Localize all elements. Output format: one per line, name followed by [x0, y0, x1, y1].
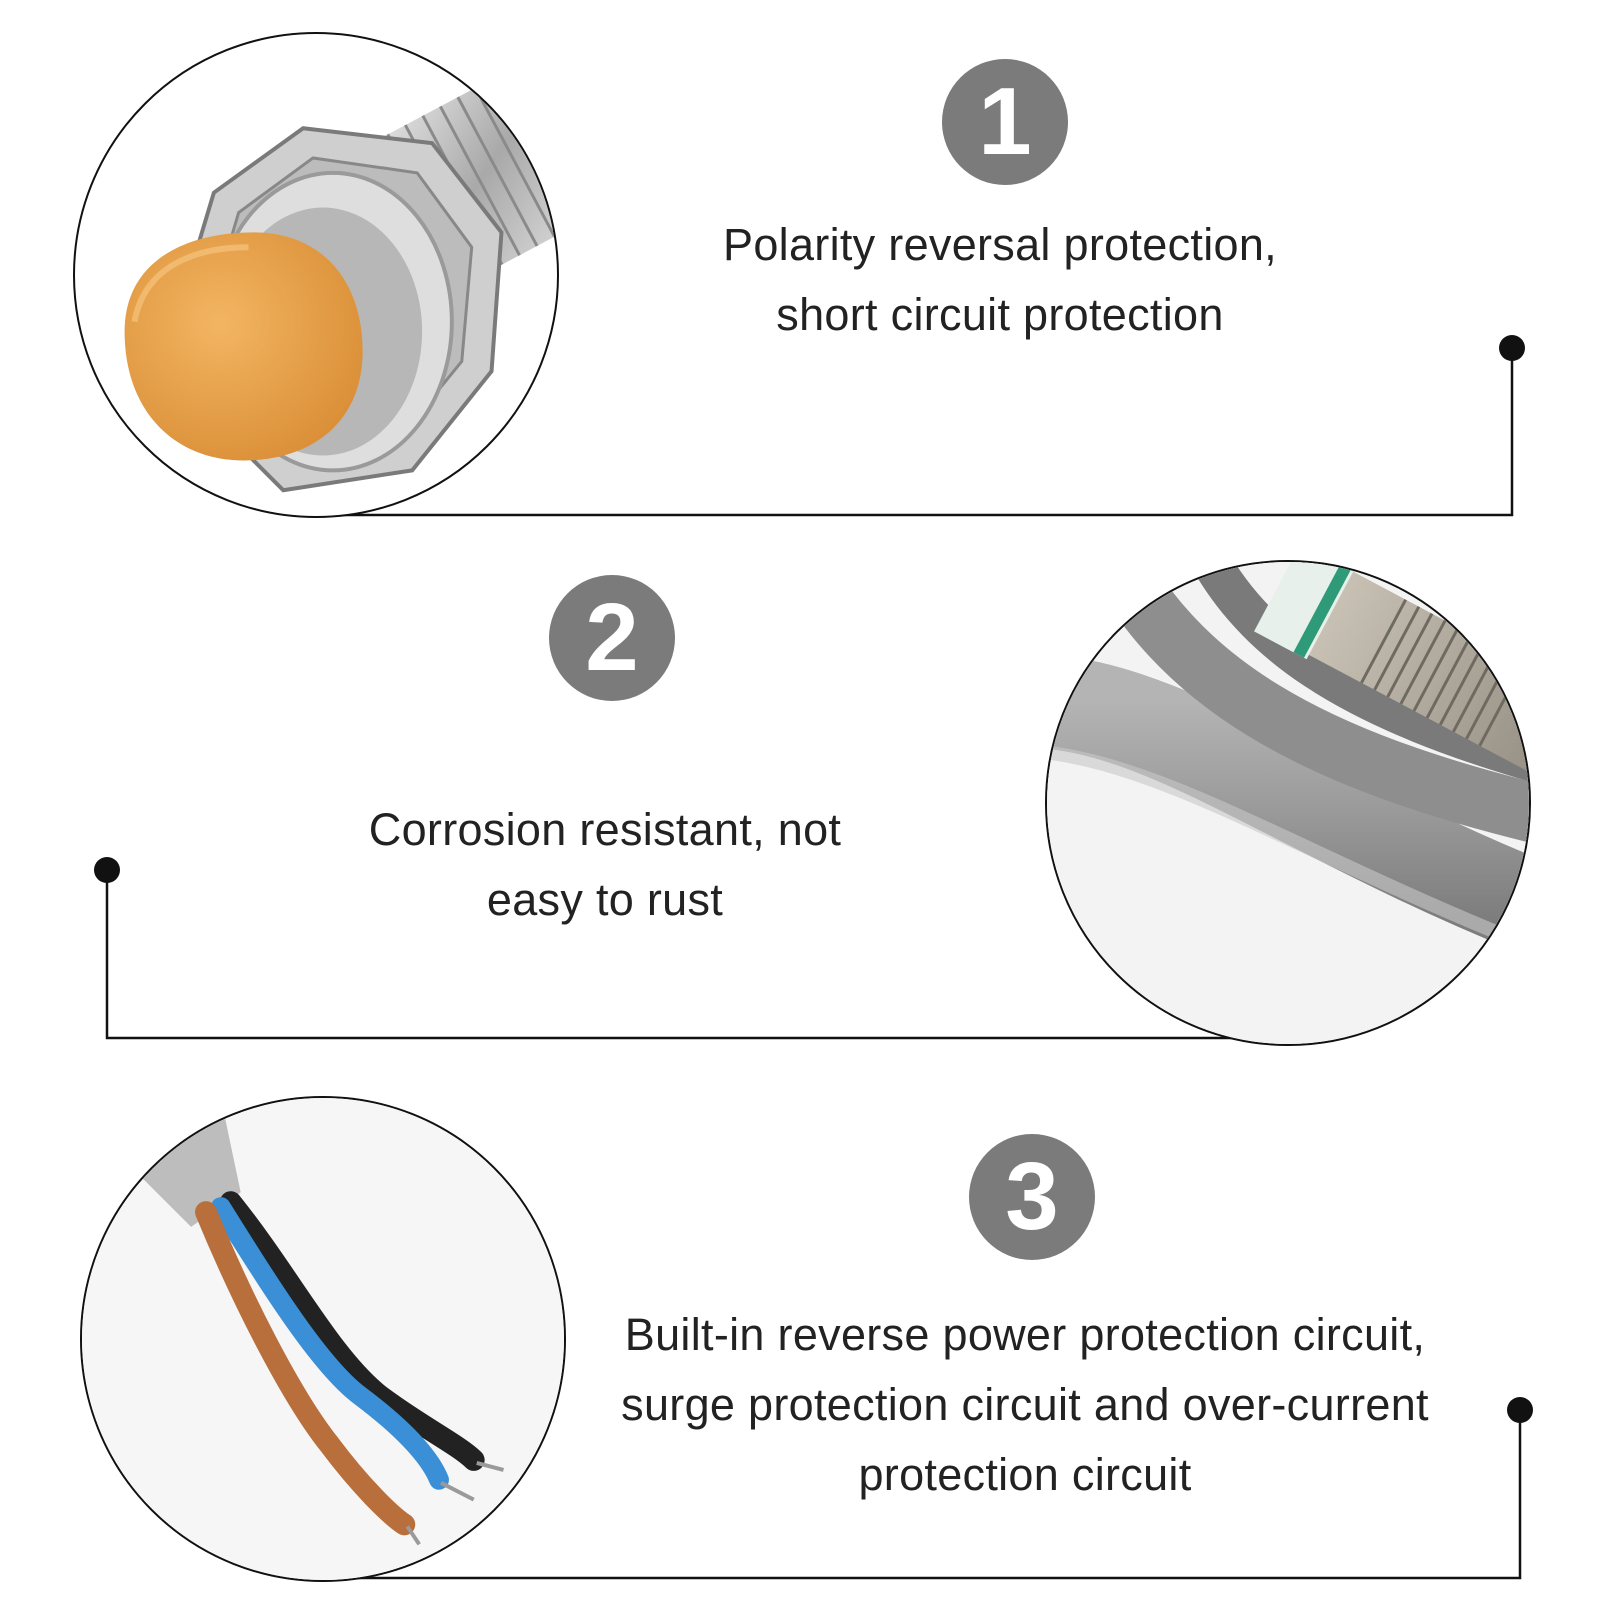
feature-2-line-1: Corrosion resistant, not [368, 804, 842, 855]
feature-2-text: Corrosion resistant, not easy to rust [240, 795, 970, 935]
feature-3-number-badge: 3 [969, 1134, 1095, 1260]
feature-3-image [80, 1096, 566, 1582]
grey-cable-icon [1047, 562, 1529, 1044]
feature-3-text: Built-in reverse power protection circui… [580, 1300, 1470, 1510]
connector-dot-3 [1507, 1397, 1533, 1423]
connector-dot-2 [94, 857, 120, 883]
feature-2-image [1045, 560, 1531, 1046]
feature-1-line-1: Polarity reversal protection, [723, 219, 1277, 270]
stripped-wires-icon [82, 1098, 564, 1580]
feature-1-number-badge: 1 [942, 59, 1068, 185]
feature-3-line-1: Built-in reverse power protection circui… [624, 1309, 1426, 1360]
feature-3-line-3: protection circuit [858, 1449, 1192, 1500]
feature-2-line-2: easy to rust [486, 874, 724, 925]
feature-1-text: Polarity reversal protection, short circ… [600, 210, 1400, 350]
connector-dot-1 [1499, 335, 1525, 361]
feature-1-image [73, 32, 559, 518]
feature-2-number-badge: 2 [549, 575, 675, 701]
sensor-orange-head-icon [124, 34, 557, 493]
feature-1-line-2: short circuit protection [776, 289, 1224, 340]
feature-3-line-2: surge protection circuit and over-curren… [621, 1379, 1429, 1430]
